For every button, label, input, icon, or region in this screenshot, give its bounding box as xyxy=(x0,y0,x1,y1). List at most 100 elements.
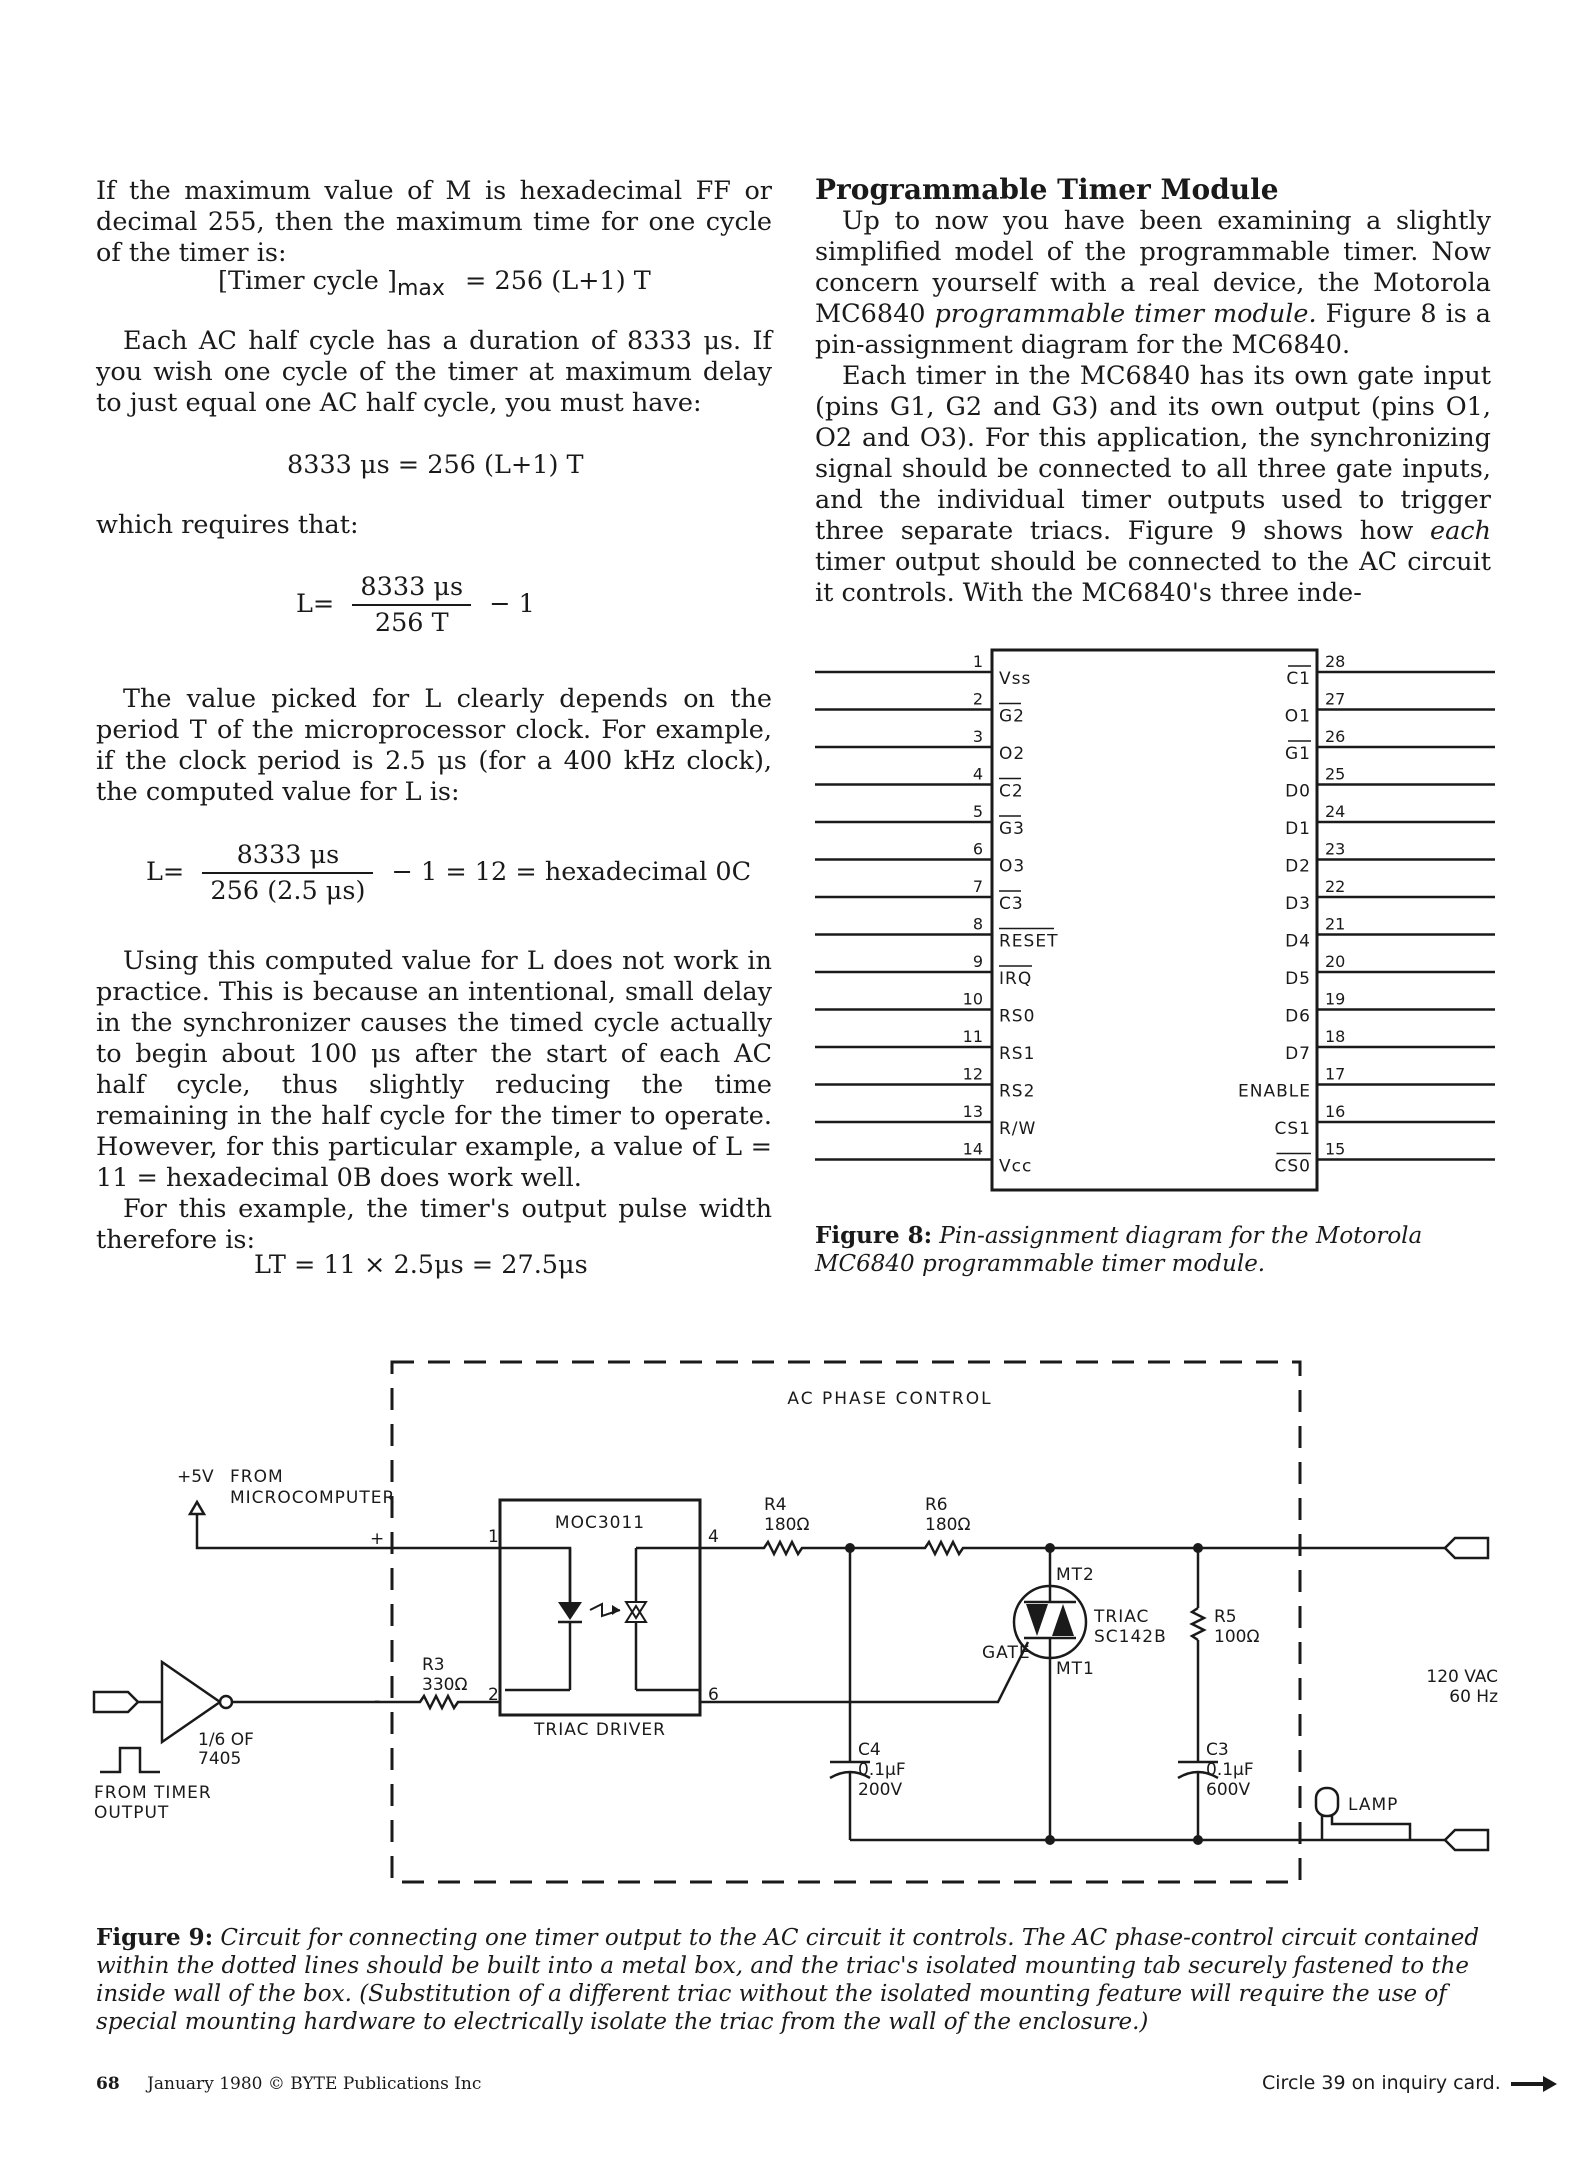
supply-wire xyxy=(195,1514,505,1550)
pin-name: G3 xyxy=(999,819,1025,839)
pin-number: 13 xyxy=(963,1102,983,1121)
pin-name: RS2 xyxy=(999,1082,1035,1102)
pin-number: 5 xyxy=(973,802,983,821)
equation-timer-cycle: [Timer cycle ]max = 256 (L+1) T xyxy=(218,266,651,302)
r3-label: R3 xyxy=(422,1655,445,1675)
pin-name: D3 xyxy=(1285,894,1311,914)
r5-value: 100Ω xyxy=(1214,1627,1259,1647)
plus5v-label: +5V xyxy=(177,1467,214,1487)
pin-name: D0 xyxy=(1285,782,1311,802)
pin-name: D4 xyxy=(1285,932,1311,952)
pin-number: 3 xyxy=(973,727,983,746)
pin-name: Vss xyxy=(999,669,1031,689)
pin-number: 19 xyxy=(1325,990,1345,1009)
pin-name: R/W xyxy=(999,1119,1036,1139)
fraction: 8333 μs 256 T xyxy=(352,572,472,638)
plus-label: + xyxy=(370,1529,384,1549)
pin-number: 20 xyxy=(1325,952,1345,971)
led-wires xyxy=(505,1546,572,1602)
moc3011-package xyxy=(498,1498,702,1717)
fraction: 8333 μs 256 (2.5 μs) xyxy=(202,840,374,906)
pin-name: RS1 xyxy=(999,1044,1035,1064)
pin-name: RESET xyxy=(999,932,1058,952)
chip-body xyxy=(990,648,1319,1192)
inverter-label: 1/6 OF xyxy=(198,1730,254,1750)
left-paragraph-3: which requires that: xyxy=(96,510,359,540)
pin6-label: 6 xyxy=(708,1685,719,1705)
r4-value: 180Ω xyxy=(764,1515,809,1535)
pin4-label: 4 xyxy=(708,1527,719,1547)
led-diode xyxy=(558,1602,582,1620)
vac-label: 120 VAC xyxy=(1426,1667,1498,1687)
pin-name: O1 xyxy=(1285,707,1311,727)
hz-label: 60 Hz xyxy=(1449,1687,1498,1707)
pin-number: 21 xyxy=(1325,915,1345,934)
pin-number: 26 xyxy=(1325,727,1345,746)
pin-name: O2 xyxy=(999,744,1025,764)
c4-voltage: 200V xyxy=(858,1780,902,1800)
pin-number: 6 xyxy=(973,840,983,859)
pin-name: RS0 xyxy=(999,1007,1035,1027)
pin-name: CS0 xyxy=(1275,1157,1311,1177)
ac-phase-control-box xyxy=(390,1360,1302,1884)
pin-name: G2 xyxy=(999,707,1025,727)
pin-number: 9 xyxy=(973,952,983,971)
from-timer-label: FROM TIMER xyxy=(94,1783,212,1803)
pin-number: 16 xyxy=(1325,1102,1345,1121)
pin-name: G1 xyxy=(1285,744,1311,764)
light-arrow xyxy=(589,1602,621,1618)
r5-resistor xyxy=(1189,1606,1207,1642)
c3-voltage: 600V xyxy=(1206,1780,1250,1800)
r5-label: R5 xyxy=(1214,1607,1237,1627)
node-mt1 xyxy=(1045,1835,1055,1845)
c4-value: 0.1μF xyxy=(858,1760,906,1780)
from-label: FROM xyxy=(230,1467,284,1487)
pin-name: CS1 xyxy=(1275,1119,1311,1139)
pin-name: C1 xyxy=(1286,669,1311,689)
pin-number: 2 xyxy=(973,690,983,709)
pin2-label: 2 xyxy=(488,1685,499,1705)
pin-number: 24 xyxy=(1325,802,1345,821)
r4-label: R4 xyxy=(764,1495,787,1515)
input-connector xyxy=(92,1690,140,1714)
pin1-label: 1 xyxy=(488,1527,499,1547)
pin-name: Vcc xyxy=(999,1157,1032,1177)
pin-name: O3 xyxy=(999,857,1025,877)
gate-label: GATE xyxy=(982,1643,1031,1663)
c4-label: C4 xyxy=(858,1740,881,1760)
c3-value: 0.1μF xyxy=(1206,1760,1254,1780)
mt1-label: MT1 xyxy=(1056,1659,1095,1679)
c3-label: C3 xyxy=(1206,1740,1229,1760)
pin-number: 7 xyxy=(973,877,983,896)
mt2-label: MT2 xyxy=(1056,1565,1095,1585)
pin-name: ENABLE xyxy=(1238,1082,1311,1102)
pin-number: 23 xyxy=(1325,840,1345,859)
left-paragraph-2: Each AC half cycle has a duration of 833… xyxy=(96,326,772,418)
pin-number: 4 xyxy=(973,765,983,784)
r3-resistor xyxy=(380,1693,500,1711)
pin-number: 25 xyxy=(1325,765,1345,784)
pin-number: 10 xyxy=(963,990,983,1009)
r6-resistor xyxy=(850,1539,1185,1557)
output-label: OUTPUT xyxy=(94,1803,169,1823)
moc3011-label: MOC3011 xyxy=(555,1513,645,1533)
issue-line: January 1980 © BYTE Publications Inc xyxy=(147,2074,482,2094)
pin-number: 12 xyxy=(963,1065,983,1084)
equation-pulse-width: LT = 11 × 2.5μs = 27.5μs xyxy=(254,1250,588,1280)
pin-name: C3 xyxy=(999,894,1024,914)
section-heading: Programmable Timer Module xyxy=(815,173,1279,206)
gate-wire xyxy=(700,1641,1030,1704)
pin-name: D6 xyxy=(1285,1007,1311,1027)
triac-diode-b xyxy=(1052,1604,1074,1636)
pin-number: 28 xyxy=(1325,652,1345,671)
figure9-caption: Figure 9: Circuit for connecting one tim… xyxy=(96,1924,1480,2035)
pin-name: D1 xyxy=(1285,819,1311,839)
pin-number: 22 xyxy=(1325,877,1345,896)
right-column-text: Up to now you have been examining a slig… xyxy=(815,206,1491,609)
triac-label: TRIAC xyxy=(1093,1607,1149,1627)
pin-number: 11 xyxy=(963,1027,983,1046)
equation-L: L= 8333 μs 256 T − 1 xyxy=(296,572,535,638)
left-paragraph-4: The value picked for L clearly depends o… xyxy=(96,684,772,807)
inverter-bubble xyxy=(218,1694,234,1710)
microcomputer-label: MICROCOMPUTER xyxy=(230,1488,395,1508)
